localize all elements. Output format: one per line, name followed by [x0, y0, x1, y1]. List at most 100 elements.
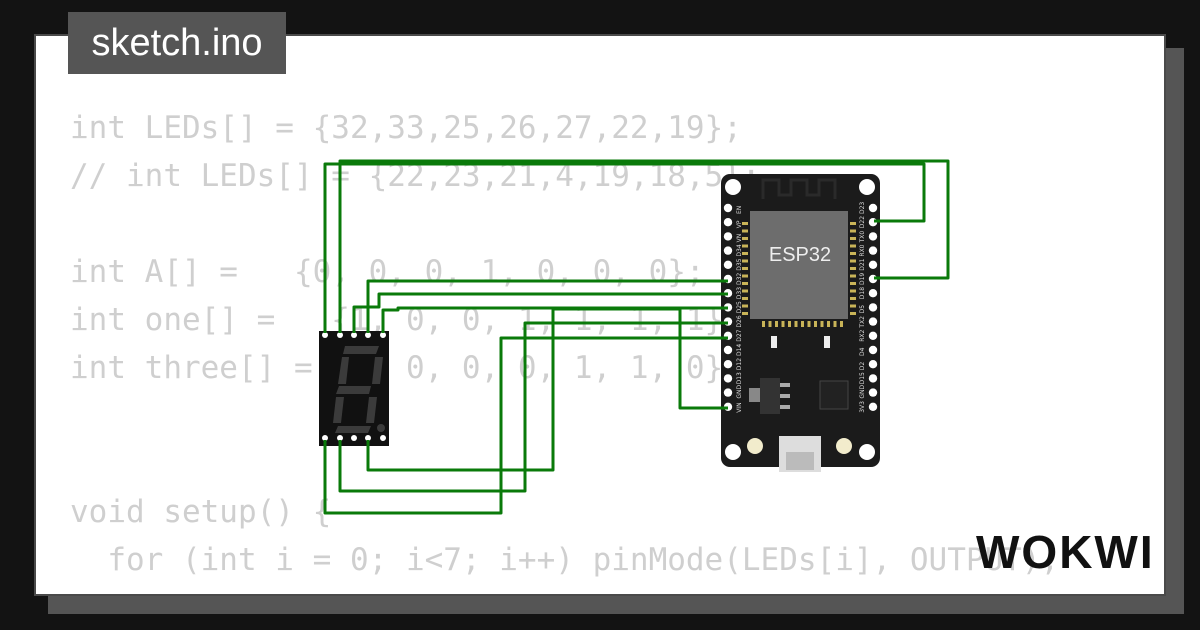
- module-pad: [850, 244, 856, 248]
- module-pad: [850, 289, 856, 293]
- display-pin[interactable]: [365, 435, 371, 441]
- esp32-pin-vn[interactable]: [723, 232, 733, 241]
- esp32-pin-tx0[interactable]: [868, 232, 878, 241]
- esp32-pin-d14[interactable]: [723, 345, 733, 355]
- esp32-pin-label: D34: [736, 244, 743, 256]
- module-pad: [807, 321, 811, 327]
- module-pad: [850, 297, 856, 300]
- esp32-pin-label: VIN: [736, 402, 743, 412]
- esp32-pin-d18[interactable]: [868, 289, 878, 298]
- module-pad: [768, 321, 772, 327]
- esp32-pin-vp[interactable]: [723, 218, 733, 227]
- esp32-pin-d21[interactable]: [868, 260, 878, 269]
- module-pad: [788, 321, 791, 327]
- module-pad: [742, 274, 748, 278]
- esp32-pin-label: D33: [736, 287, 743, 299]
- esp32-pin-label: D2: [859, 362, 866, 371]
- esp32-pin-rx0[interactable]: [868, 246, 878, 255]
- display-pin[interactable]: [351, 332, 357, 338]
- esp32-pin-d5[interactable]: [868, 303, 878, 312]
- esp32-pin-label: VN: [736, 234, 743, 243]
- preview-card: int LEDs[] = {32,33,25,26,27,22,19};// i…: [34, 34, 1166, 596]
- esp32-pin-d15[interactable]: [868, 374, 878, 383]
- esp32-pin-label: 3V3: [859, 401, 866, 413]
- code-line: int LEDs[] = {32,33,25,26,27,22,19};: [70, 110, 742, 146]
- wire[interactable]: [352, 292, 728, 333]
- segments: [333, 346, 385, 433]
- esp32-pin-tx2[interactable]: [868, 317, 878, 326]
- display-pin[interactable]: [337, 435, 343, 441]
- module-pad: [794, 321, 798, 327]
- module-pad: [840, 321, 843, 327]
- module-pad: [742, 222, 748, 225]
- esp32-pin-d34[interactable]: [723, 246, 733, 255]
- esp32-board[interactable]: ESP32 ENVPVND34D35D32D33D25D26D27D14D12D…: [721, 174, 880, 472]
- module-pad: [820, 321, 824, 327]
- display-pin[interactable]: [322, 332, 328, 338]
- module-pads: [742, 222, 856, 327]
- esp32-pin-label: D21: [859, 258, 866, 270]
- display-pin[interactable]: [380, 435, 386, 441]
- esp32-pin-label: D5: [859, 305, 866, 314]
- esp32-pin-gnd[interactable]: [868, 388, 878, 397]
- wire[interactable]: [381, 306, 728, 333]
- code-line: int A[] = {0, 0, 0, 1, 0, 0, 0};: [70, 254, 705, 290]
- esp32-pin-d13[interactable]: [723, 374, 733, 383]
- esp32-pin-d35[interactable]: [723, 260, 733, 269]
- module-pad: [762, 321, 765, 327]
- esp32-pin-label: D4: [859, 347, 866, 356]
- logo-text: WOKWI: [976, 526, 1155, 576]
- module-pad: [742, 297, 748, 300]
- wire[interactable]: [366, 307, 728, 472]
- sketch-title: sketch.ino: [68, 12, 286, 74]
- esp32-pin-d12[interactable]: [723, 360, 733, 369]
- module-pad: [833, 321, 837, 327]
- esp32-pin-d23[interactable]: [868, 203, 878, 213]
- esp32-pin-d4[interactable]: [868, 345, 878, 355]
- esp32-pin-3v3[interactable]: [868, 402, 878, 411]
- display-pin[interactable]: [351, 435, 357, 441]
- display-pin[interactable]: [380, 332, 386, 338]
- esp32-pin-label: D18: [859, 287, 866, 299]
- module-pad: [742, 237, 748, 240]
- esp32-pin-en[interactable]: [723, 203, 733, 213]
- esp32-pin-label: RX2: [859, 330, 866, 342]
- esp32-pin-label: D12: [736, 358, 743, 370]
- esp32-pin-label: D15: [859, 372, 866, 384]
- module-pad: [742, 289, 748, 293]
- module-pad: [742, 259, 748, 263]
- module-pad: [801, 321, 804, 327]
- display-pins: [322, 332, 386, 441]
- display-pin[interactable]: [337, 332, 343, 338]
- wire[interactable]: [338, 159, 950, 333]
- wire[interactable]: [366, 279, 728, 333]
- esp32-pin-rx2[interactable]: [868, 331, 878, 340]
- esp32-pin-label: TX2: [859, 316, 866, 329]
- wire[interactable]: [323, 336, 728, 515]
- esp32-pin-label: D13: [736, 372, 743, 384]
- module-pad: [850, 267, 856, 270]
- esp32-pin-label: RX0: [859, 244, 866, 256]
- esp32-pin-gnd[interactable]: [723, 388, 733, 397]
- module-pad: [850, 274, 856, 278]
- esp32-pin-label: VP: [736, 220, 743, 228]
- esp32-pin-label: D26: [736, 315, 743, 327]
- module-pad: [850, 282, 856, 285]
- wire[interactable]: [323, 162, 926, 333]
- code-line: void setup() {: [70, 494, 332, 530]
- display-pin[interactable]: [322, 435, 328, 441]
- display-pin[interactable]: [365, 332, 371, 338]
- module-pad: [775, 321, 778, 327]
- module-pad: [850, 222, 856, 225]
- module-pad: [742, 282, 748, 285]
- code-line: }: [70, 584, 1059, 594]
- wire[interactable]: [338, 321, 728, 493]
- module-pad: [827, 321, 830, 327]
- esp32-label: ESP32: [769, 244, 831, 266]
- seven-segment-display[interactable]: [319, 331, 389, 446]
- esp32-pin-d2[interactable]: [868, 360, 878, 369]
- esp32-pin-label: TX0: [859, 231, 866, 244]
- esp32-pin-label: D23: [859, 202, 866, 214]
- module-pad: [742, 304, 748, 308]
